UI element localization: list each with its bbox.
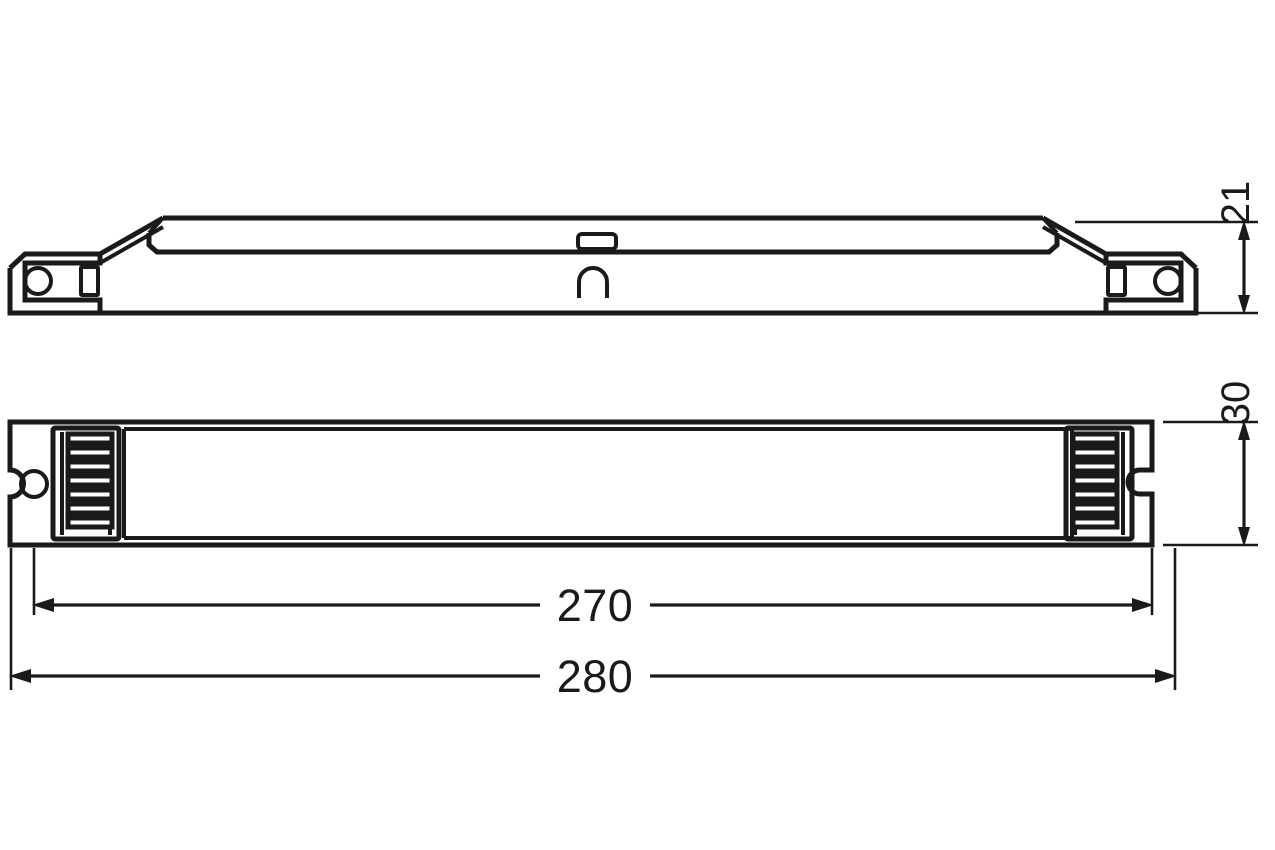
terminal-block-right <box>1063 425 1135 542</box>
arrowhead-up <box>1238 220 1250 240</box>
arrowhead-left <box>32 598 54 612</box>
mounting-bracket-left <box>8 215 165 313</box>
housing-shell-side <box>146 215 1060 255</box>
side-elevation-view <box>7 215 1199 316</box>
base-plate-side <box>7 268 1199 316</box>
dimension-length-280: 280 <box>9 548 1177 702</box>
dimension-height-21: 21 <box>1075 181 1258 315</box>
arrowhead-right <box>1155 669 1177 683</box>
terminal-block-left <box>50 425 122 542</box>
arrowhead-right <box>1132 598 1154 612</box>
dimension-label-21: 21 <box>1214 181 1258 226</box>
arrowhead-left <box>9 669 31 683</box>
bracket-slot-left <box>79 265 100 297</box>
arrowhead-up <box>1238 420 1250 440</box>
bracket-hole-right <box>1153 266 1183 296</box>
dimension-label-280: 280 <box>557 651 634 702</box>
center-tab <box>576 232 618 251</box>
bracket-slot-right <box>1106 265 1127 297</box>
center-arch <box>577 266 609 298</box>
dimension-label-30: 30 <box>1214 381 1258 426</box>
dimension-label-270: 270 <box>557 580 634 631</box>
dimension-width-30: 30 <box>1163 381 1258 547</box>
body-outline-plan <box>7 419 1155 548</box>
arrowhead-down <box>1238 295 1250 315</box>
bracket-hole-left <box>23 266 53 296</box>
mounting-hole-left <box>19 469 49 499</box>
casing-step-lines <box>122 427 1074 540</box>
dimension-length-270: 270 <box>32 548 1154 631</box>
bottom-plan-view <box>7 419 1155 548</box>
mounting-bracket-right <box>1041 215 1198 313</box>
arrowhead-down <box>1238 527 1250 547</box>
